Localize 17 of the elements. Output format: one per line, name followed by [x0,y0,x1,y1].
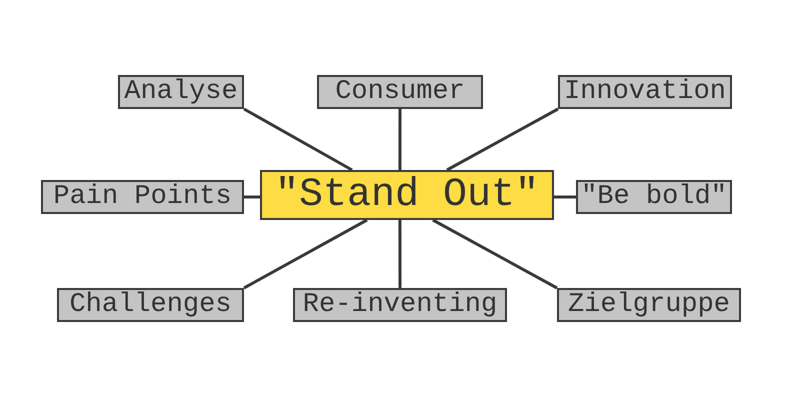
connector-line [398,109,402,170]
connector-line [446,108,559,172]
topic-node: Consumer [317,75,483,109]
connector-line [243,108,353,172]
topic-node: Pain Points [41,180,244,214]
topic-node: Challenges [57,288,244,322]
connector-line [244,196,260,198]
topic-node: Re-inventing [293,288,507,322]
connector-line [398,220,402,288]
central-topic-node: "Stand Out" [260,170,554,220]
topic-node: "Be bold" [576,180,732,214]
connector-line [432,218,558,290]
connector-line [243,218,368,290]
topic-node: Analyse [118,75,244,109]
connector-line [554,196,576,198]
topic-node: Zielgruppe [557,288,741,322]
topic-node: Innovation [558,75,732,109]
